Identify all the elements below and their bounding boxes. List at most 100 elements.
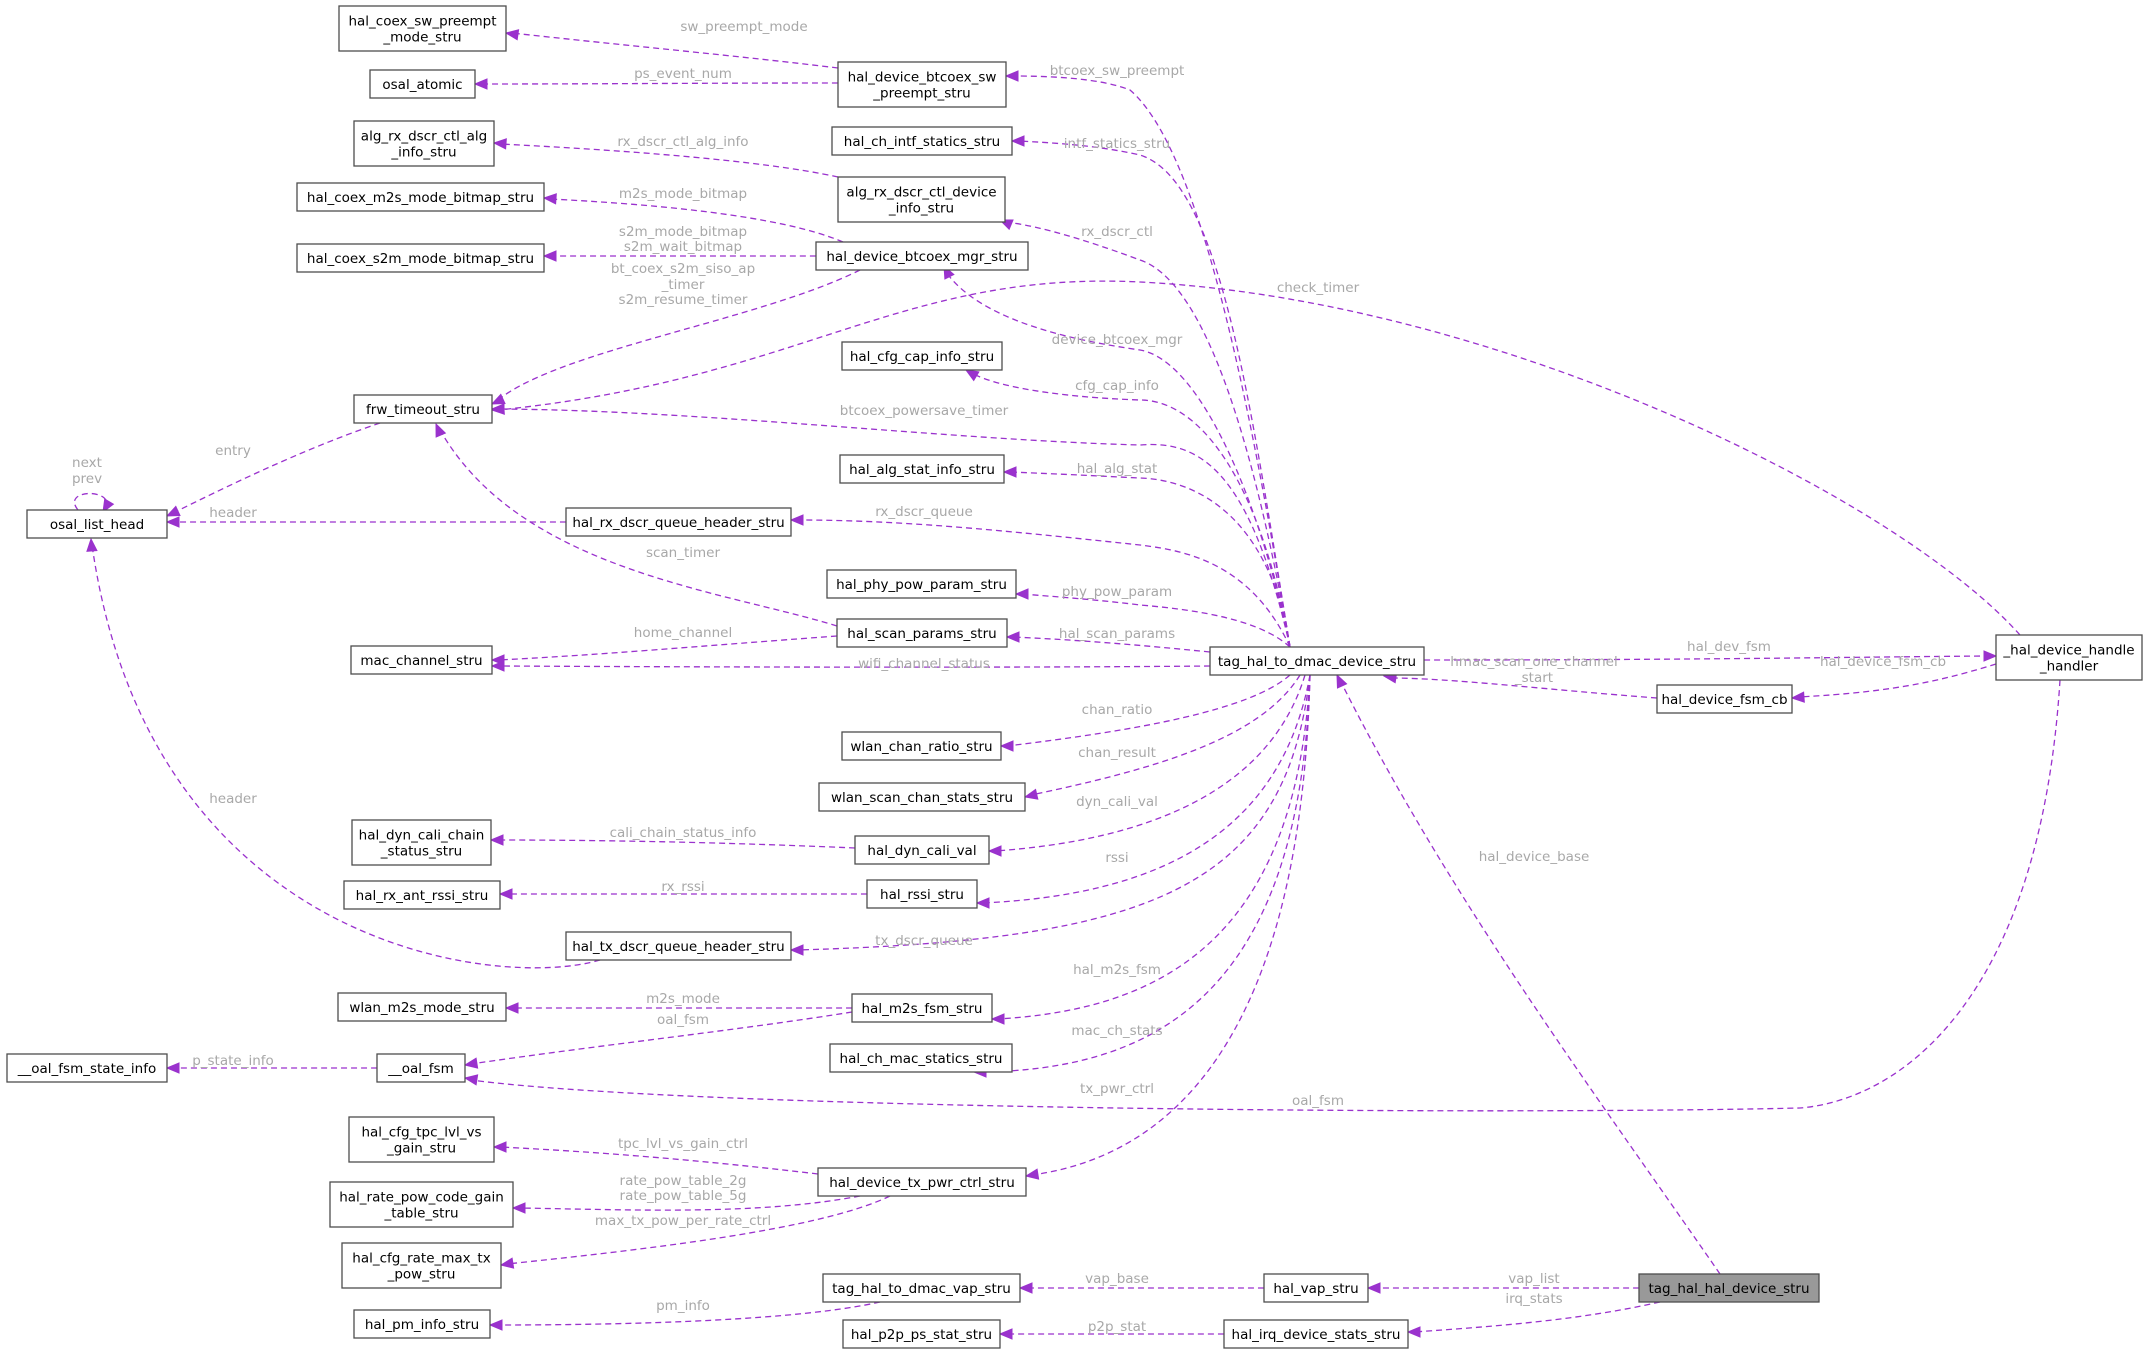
node-box[interactable] [296,182,545,212]
node-oal-fsm[interactable]: __oal_fsm [376,1053,466,1083]
node-hal-rx-dscr-queue-header-stru[interactable]: hal_rx_dscr_queue_header_stru [565,507,792,537]
node-hal-cfg-rate-max-tx-pow-stru[interactable]: hal_cfg_rate_max_tx_pow_stru [341,1242,502,1289]
edge-label: mac_ch_stats [1071,1023,1162,1039]
node-hal-rssi-stru[interactable]: hal_rssi_stru [866,879,978,909]
node-box[interactable] [1638,1273,1820,1303]
node-hal-rate-pow-code-gain-table-stru[interactable]: hal_rate_pow_code_gain_table_stru [329,1181,514,1228]
node-hal-cfg-tpc-lvl-vs-gain-stru[interactable]: hal_cfg_tpc_lvl_vs_gain_stru [348,1116,495,1163]
edge-line [497,408,1291,648]
edge-hal-scan-params: hal_scan_params [1005,626,1211,653]
node-alg-rx-dscr-ctl-alg-info-stru[interactable]: alg_rx_dscr_ctl_alg_info_stru [353,120,495,167]
node-label: hal_device_btcoex_mgr_stru [826,249,1017,265]
node-box[interactable] [329,1181,514,1228]
node-mac-channel-stru[interactable]: mac_channel_stru [350,645,493,675]
node-box[interactable] [829,1043,1013,1073]
node-hal-coex-sw-preempt-mode-stru[interactable]: hal_coex_sw_preempt_mode_stru [338,5,507,52]
node-hal-cfg-cap-info-stru[interactable]: hal_cfg_cap_info_stru [841,341,1003,371]
node-box[interactable] [836,618,1008,648]
node-box[interactable] [842,1319,1001,1349]
node-hal-p2p-ps-stat-stru[interactable]: hal_p2p_ps_stat_stru [842,1319,1001,1349]
node-box[interactable] [353,1309,491,1339]
node-hal-m2s-fsm-stru[interactable]: hal_m2s_fsm_stru [851,993,993,1023]
node-box[interactable] [337,992,507,1022]
node-box[interactable] [26,509,168,539]
node-tag-hal-hal-device-stru[interactable]: tag_hal_hal_device_stru [1638,1273,1820,1303]
node-box[interactable] [341,1242,502,1289]
node-box[interactable] [353,120,495,167]
node-box[interactable] [1995,634,2143,681]
node-box[interactable] [343,880,501,910]
node-box[interactable] [1209,646,1425,676]
node-box[interactable] [338,5,507,52]
node-box[interactable] [841,341,1003,371]
node-hal-vap-stru[interactable]: hal_vap_stru [1263,1273,1369,1303]
node-hal-rx-ant-rssi-stru[interactable]: hal_rx_ant_rssi_stru [343,880,501,910]
edge-label: entry [215,443,251,459]
node-box[interactable] [822,1273,1021,1303]
node-alg-rx-dscr-ctl-device-info-stru[interactable]: alg_rx_dscr_ctl_device_info_stru [837,176,1006,223]
node-osal-list-head[interactable]: osal_list_head [26,509,168,539]
node-box[interactable] [837,61,1007,108]
node-label: _preempt_stru [872,86,970,102]
edge-line [439,429,838,627]
node-box[interactable] [839,454,1005,484]
node-label: hal_m2s_fsm_stru [862,1001,983,1017]
node-box[interactable] [565,507,792,537]
node-box[interactable] [565,931,792,961]
node-hal-device-btcoex-mgr-stru[interactable]: hal_device_btcoex_mgr_stru [815,241,1029,271]
node-hal-irq-device-stats-stru[interactable]: hal_irq_device_stats_stru [1223,1319,1409,1349]
node-oal-fsm-state-info[interactable]: __oal_fsm_state_info [6,1053,168,1083]
node-box[interactable] [854,835,990,865]
node-label: wlan_scan_chan_stats_stru [831,790,1013,806]
node-hal-device-handle-handler[interactable]: _hal_device_handle_handler [1995,634,2143,681]
node-hal-ch-intf-statics-stru[interactable]: hal_ch_intf_statics_stru [831,126,1013,156]
node-box[interactable] [841,731,1002,761]
node-box[interactable] [369,69,476,99]
edge-ps-event-num: ps_event_num [473,66,839,90]
node-box[interactable] [348,1116,495,1163]
node-box[interactable] [831,126,1013,156]
node-frw-timeout-stru[interactable]: frw_timeout_stru [353,394,493,424]
node-tag-hal-to-dmac-vap-stru[interactable]: tag_hal_to_dmac_vap_stru [822,1273,1021,1303]
node-wlan-m2s-mode-stru[interactable]: wlan_m2s_mode_stru [337,992,507,1022]
node-osal-atomic[interactable]: osal_atomic [369,69,476,99]
node-hal-phy-pow-param-stru[interactable]: hal_phy_pow_param_stru [826,569,1017,599]
node-box[interactable] [837,176,1006,223]
node-wlan-chan-ratio-stru[interactable]: wlan_chan_ratio_stru [841,731,1002,761]
node-label: hal_rx_dscr_queue_header_stru [572,515,784,531]
node-box[interactable] [826,569,1017,599]
node-box[interactable] [1263,1273,1369,1303]
node-box[interactable] [376,1053,466,1083]
node-hal-coex-s2m-mode-bitmap-stru[interactable]: hal_coex_s2m_mode_bitmap_stru [296,243,545,273]
node-hal-device-tx-pwr-ctrl-stru[interactable]: hal_device_tx_pwr_ctrl_stru [817,1167,1027,1197]
node-box[interactable] [351,819,492,866]
node-box[interactable] [1656,684,1793,714]
node-hal-coex-m2s-mode-bitmap-stru[interactable]: hal_coex_m2s_mode_bitmap_stru [296,182,545,212]
node-box[interactable] [817,1167,1027,1197]
node-hal-device-fsm-cb[interactable]: hal_device_fsm_cb [1656,684,1793,714]
node-box[interactable] [6,1053,168,1083]
node-hal-tx-dscr-queue-header-stru[interactable]: hal_tx_dscr_queue_header_stru [565,931,792,961]
node-hal-ch-mac-statics-stru[interactable]: hal_ch_mac_statics_stru [829,1043,1013,1073]
node-wlan-scan-chan-stats-stru[interactable]: wlan_scan_chan_stats_stru [818,782,1026,812]
node-box[interactable] [1223,1319,1409,1349]
node-box[interactable] [350,645,493,675]
node-label: hal_vap_stru [1273,1281,1358,1297]
node-tag-hal-to-dmac-device-stru[interactable]: tag_hal_to_dmac_device_stru [1209,646,1425,676]
edge-label: intf_statics_stru [1064,136,1170,152]
node-hal-alg-stat-info-stru[interactable]: hal_alg_stat_info_stru [839,454,1005,484]
node-box[interactable] [815,241,1029,271]
node-box[interactable] [353,394,493,424]
node-box[interactable] [866,879,978,909]
node-hal-device-btcoex-sw-preempt-stru[interactable]: hal_device_btcoex_sw_preempt_stru [837,61,1007,108]
node-hal-dyn-cali-val[interactable]: hal_dyn_cali_val [854,835,990,865]
node-box[interactable] [851,993,993,1023]
node-hal-dyn-cali-chain-status-stru[interactable]: hal_dyn_cali_chain_status_stru [351,819,492,866]
edge-oal-fsm: oal_fsm [463,1011,853,1069]
node-box[interactable] [296,243,545,273]
edge-label: tpc_lvl_vs_gain_ctrl [618,1136,748,1152]
node-hal-scan-params-stru[interactable]: hal_scan_params_stru [836,618,1008,648]
node-hal-pm-info-stru[interactable]: hal_pm_info_stru [353,1309,491,1339]
node-box[interactable] [818,782,1026,812]
edge-arrowhead [498,888,513,900]
